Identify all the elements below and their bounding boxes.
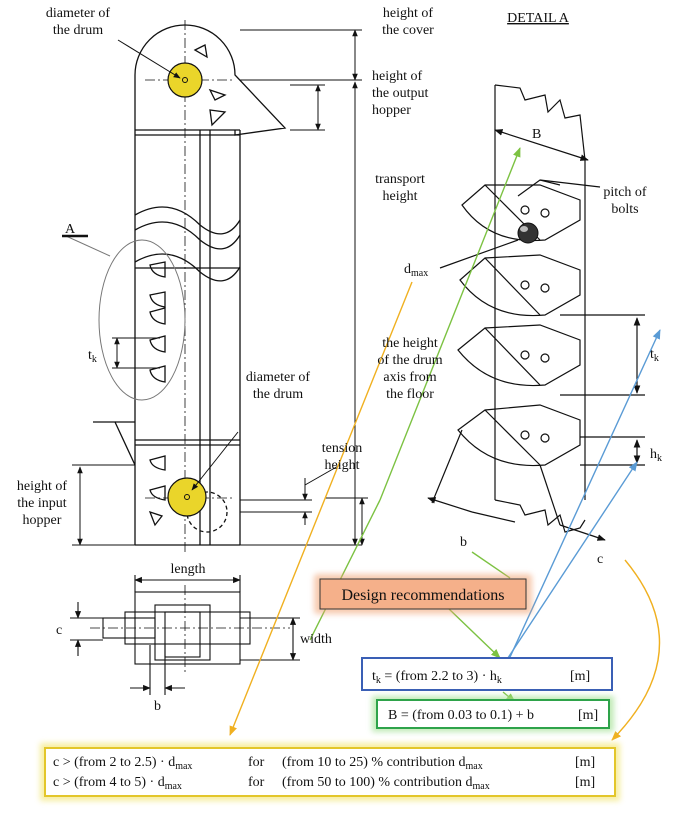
label-width: width <box>300 632 332 647</box>
dmax-particle <box>517 222 539 244</box>
label-output-1: height of <box>372 69 422 84</box>
b-formula-box: B = (from 0.03 to 0.1) + b [m] <box>372 696 614 732</box>
label-a: A <box>65 222 76 237</box>
tk-formula-box: tk = (from 2.2 to 3) · hk [m] <box>361 657 613 691</box>
label-hk-sub: k <box>657 453 662 464</box>
plan-view <box>70 575 300 695</box>
svg-text:(from 10 to 25) % contributio: (from 10 to 25) % contribution dmax <box>282 755 483 772</box>
label-input-1: height of <box>17 479 67 494</box>
c-line2-range: (from 50 to 100) % contribution d <box>282 775 473 790</box>
label-transport-1: transport <box>375 172 425 187</box>
svg-text:c > (from 2 to 2.5) · dmax: c > (from 2 to 2.5) · dmax <box>53 755 192 772</box>
label-input-2: the input <box>17 496 66 511</box>
svg-text:hk: hk <box>650 447 662 464</box>
label-tk-right: t <box>650 347 654 362</box>
label-cover-1: height of <box>383 6 433 21</box>
tk-formula-mid: = (from 2.2 to 3) · h <box>381 669 497 684</box>
label-pitch-2: bolts <box>611 202 638 217</box>
label-tk-left: t <box>88 348 92 363</box>
elevator-side-view <box>93 20 287 555</box>
c-line2-unit: [m] <box>575 775 595 790</box>
top-drum-center <box>182 77 188 83</box>
design-recommendations-box: Design recommendations <box>314 574 532 614</box>
diagram-labels: diameter of the drum height of the cover… <box>17 6 662 714</box>
label-detail-a: DETAIL A <box>507 11 570 26</box>
label-input-3: hopper <box>23 513 62 528</box>
c-line2-r-sub: max <box>473 781 490 792</box>
label-drum-axis-3: axis from <box>383 370 436 385</box>
label-tension-2: height <box>325 458 360 473</box>
label-tension-1: tension <box>322 441 362 456</box>
label-c-plan: c <box>56 623 62 638</box>
c-line1-r-sub: max <box>466 761 483 772</box>
label-pitch-1: pitch of <box>603 185 646 200</box>
dimension-lines <box>72 29 368 546</box>
c-line1-a: c > (from 2 to 2.5) · d <box>53 755 175 770</box>
label-diameter-top-2: the drum <box>53 23 103 38</box>
label-b-bucket: b <box>460 535 467 550</box>
c-line2-a: c > (from 4 to 5) · d <box>53 775 165 790</box>
detail-a-drawing <box>427 84 645 541</box>
tk-formula-t: t <box>372 669 376 684</box>
label-dmax-sub: max <box>411 268 428 279</box>
c-line1-range: (from 10 to 25) % contribution d <box>282 755 466 770</box>
label-transport-2: height <box>383 189 418 204</box>
detail-a-ellipse <box>98 239 186 401</box>
c-line1-a-sub: max <box>175 761 192 772</box>
c-line2-a-sub: max <box>165 781 182 792</box>
label-drum-axis-4: the floor <box>386 387 434 402</box>
svg-text:(from 50 to 100) % contributio: (from 50 to 100) % contribution dmax <box>282 775 490 792</box>
label-tk-left-sub: k <box>92 354 97 365</box>
label-tk-right-sub: k <box>654 353 659 364</box>
detail-a-leader <box>65 235 111 257</box>
label-output-2: the output <box>372 86 428 101</box>
label-b-detail: B <box>532 127 541 142</box>
label-drum-axis-1: the height <box>382 336 438 351</box>
c-line1-unit: [m] <box>575 755 595 770</box>
label-diameter-top-1: diameter of <box>46 6 110 21</box>
tk-formula-unit: [m] <box>570 669 590 684</box>
label-diameter-bottom-1: diameter of <box>246 370 310 385</box>
label-dmax: d <box>404 262 411 277</box>
b-formula-text: B = (from 0.03 to 0.1) + b <box>388 708 534 723</box>
label-diameter-bottom-2: the drum <box>253 387 303 402</box>
svg-text:tk: tk <box>88 348 97 365</box>
connector-arrows <box>229 147 661 741</box>
top-drum <box>167 62 203 98</box>
svg-text:c > (from 4 to 5) · dmax: c > (from 4 to 5) · dmax <box>53 775 182 792</box>
dmax-particle-highlight <box>520 226 528 232</box>
svg-text:tk = (from 2.2 to 3) · hk: tk = (from 2.2 to 3) · hk <box>372 669 502 686</box>
c-formula-box: c > (from 2 to 2.5) · dmax for (from 10 … <box>40 743 620 801</box>
bottom-drum-center <box>184 494 190 500</box>
c-line2-for: for <box>248 775 265 790</box>
label-cover-2: the cover <box>382 23 434 38</box>
tk-formula-t-sub: k <box>376 675 381 686</box>
label-drum-axis-2: of the drum <box>377 353 442 368</box>
svg-text:tk: tk <box>650 347 659 364</box>
label-output-3: hopper <box>372 103 411 118</box>
tk-formula-h-sub: k <box>497 675 502 686</box>
svg-text:dmax: dmax <box>404 262 428 279</box>
label-length: length <box>171 562 206 577</box>
label-b-plan: b <box>154 699 161 714</box>
b-formula-unit: [m] <box>578 708 598 723</box>
label-c-bucket: c <box>597 552 603 567</box>
bottom-drum <box>167 477 207 517</box>
design-recommendations-text: Design recommendations <box>341 587 504 604</box>
label-hk: h <box>650 447 657 462</box>
c-line1-for: for <box>248 755 265 770</box>
